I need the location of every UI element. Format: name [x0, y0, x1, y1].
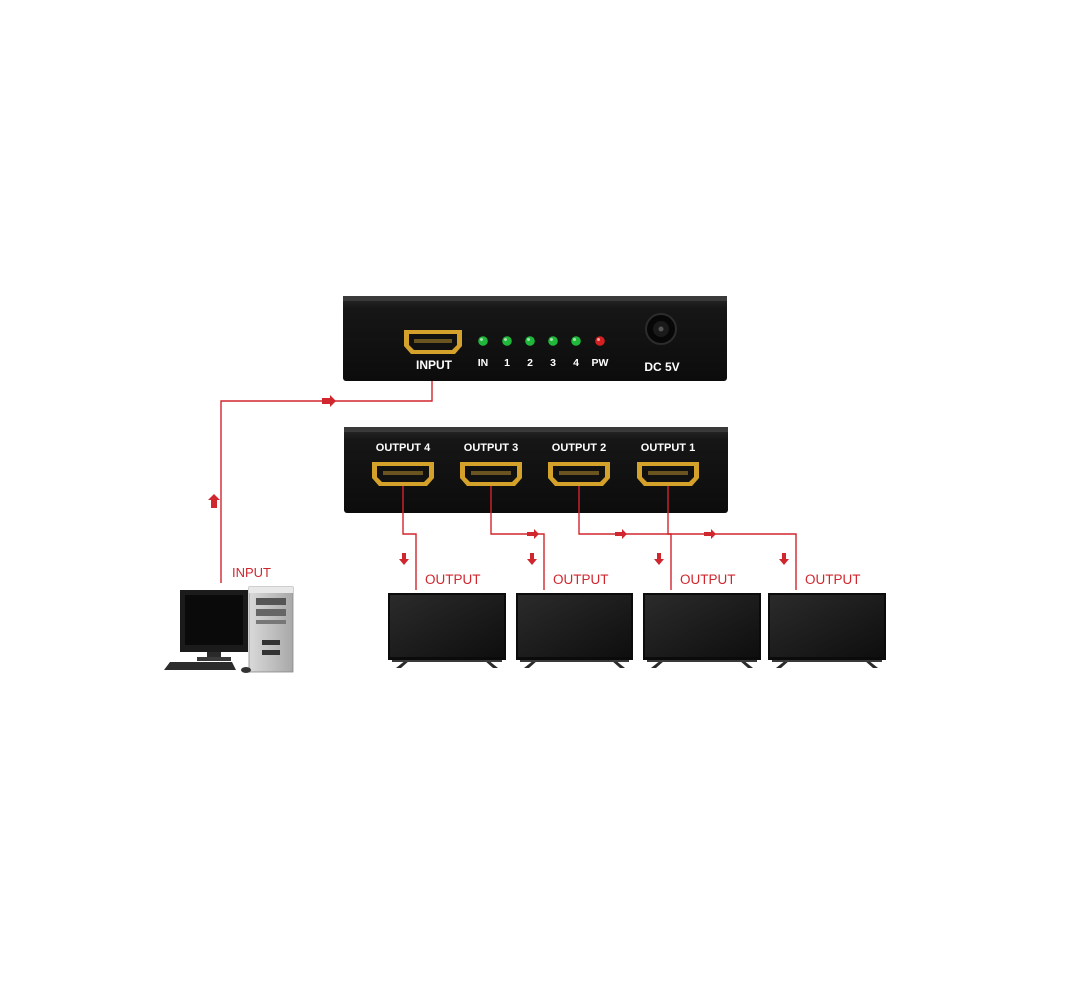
cable-line — [402, 486, 417, 590]
led-1: 1 — [502, 336, 512, 369]
led-label: IN — [478, 357, 489, 369]
dc-power-jack[interactable] — [645, 313, 677, 345]
led-glint — [504, 338, 507, 341]
led-label: 3 — [550, 357, 556, 369]
tv-screen — [770, 595, 884, 657]
hdmi-output-port-2[interactable]: OUTPUT 2 — [548, 442, 610, 486]
cable-line — [490, 486, 545, 590]
led-glint — [480, 338, 483, 341]
arrow-right-icon — [527, 529, 539, 539]
tv-icon — [768, 593, 886, 668]
output-port-label: OUTPUT 4 — [376, 442, 431, 454]
led-glint — [550, 338, 553, 341]
led-label: 1 — [504, 357, 510, 369]
led-light — [548, 336, 558, 346]
arrow-down-icon — [779, 553, 789, 565]
arrow-down-icon — [527, 553, 537, 565]
arrow-right-icon — [615, 529, 627, 539]
output-cable-4: OUTPUT — [667, 486, 861, 590]
output-ports: OUTPUT 4 OUTPUT 3 OUTPUT 2 OUTPUT 1 — [372, 442, 699, 486]
led-light — [571, 336, 581, 346]
led-label: 4 — [573, 357, 579, 369]
output-label: OUTPUT — [805, 572, 861, 587]
arrow-right-icon — [704, 529, 716, 539]
hdmi-output-port-1[interactable]: OUTPUT 1 — [637, 442, 699, 486]
output-cables: OUTPUT OUTPUT OUTPUT OUTPUT — [399, 486, 861, 590]
tv-base-edge — [772, 660, 882, 662]
hdmi-port-contacts — [559, 471, 599, 475]
front-panel-body — [343, 296, 727, 381]
splitter-rear-panel: OUTPUT 4 OUTPUT 3 OUTPUT 2 OUTPUT 1 — [344, 427, 728, 513]
tv-base-edge — [520, 660, 629, 662]
tv-screen — [518, 595, 631, 657]
led-pw: PW — [592, 336, 609, 369]
led-4: 4 — [571, 336, 581, 369]
splitter-front-panel: INPUT IN 1 2 3 4 PW DC 5V — [343, 296, 727, 381]
tv-screen — [390, 595, 504, 657]
rear-panel-body — [344, 427, 728, 513]
desktop-computer-icon — [164, 586, 294, 673]
arrow-up-icon — [208, 494, 220, 508]
hdmi-port-contacts — [471, 471, 511, 475]
tv-base-edge — [647, 660, 757, 662]
led-indicators: IN 1 2 3 4 PW — [478, 336, 609, 369]
output-cable-2: OUTPUT — [490, 486, 609, 590]
arrow-down-icon — [654, 553, 664, 565]
hdmi-output-port-3[interactable]: OUTPUT 3 — [460, 442, 522, 486]
led-in: IN — [478, 336, 489, 369]
output-port-label: OUTPUT 2 — [552, 442, 606, 454]
led-label: 2 — [527, 357, 533, 369]
output-port-label: OUTPUT 1 — [641, 442, 695, 454]
dc-power-label: DC 5V — [644, 360, 679, 374]
rear-panel-top-edge — [344, 427, 728, 432]
input-cable-arrows — [208, 395, 336, 508]
tv-screen — [645, 595, 759, 657]
led-light — [595, 336, 605, 346]
led-glint — [597, 338, 600, 341]
led-light — [478, 336, 488, 346]
led-light — [502, 336, 512, 346]
output-cable-1: OUTPUT — [399, 486, 481, 590]
hdmi-port-contacts — [648, 471, 688, 475]
input-port-label: INPUT — [416, 358, 453, 372]
tv-icon — [643, 593, 761, 668]
led-light — [525, 336, 535, 346]
led-glint — [573, 338, 576, 341]
led-glint — [527, 338, 530, 341]
led-label: PW — [592, 357, 609, 369]
output-cable-3: OUTPUT — [578, 486, 736, 590]
output-port-label: OUTPUT 3 — [464, 442, 518, 454]
led-2: 2 — [525, 336, 535, 369]
hdmi-output-port-4[interactable]: OUTPUT 4 — [372, 442, 434, 486]
led-3: 3 — [548, 336, 558, 369]
source-input-label: INPUT — [232, 565, 271, 580]
arrow-down-icon — [399, 553, 409, 565]
tv-icon — [516, 593, 633, 668]
output-label: OUTPUT — [425, 572, 481, 587]
hdmi-port-contacts — [383, 471, 423, 475]
output-label: OUTPUT — [553, 572, 609, 587]
front-panel-top-edge — [343, 296, 727, 301]
tv-base-edge — [392, 660, 502, 662]
tv-icon — [388, 593, 506, 668]
displays — [388, 593, 886, 668]
output-label: OUTPUT — [680, 572, 736, 587]
arrow-right-icon — [322, 395, 336, 407]
hdmi-input-port[interactable] — [404, 330, 462, 354]
cable-line — [667, 486, 797, 590]
